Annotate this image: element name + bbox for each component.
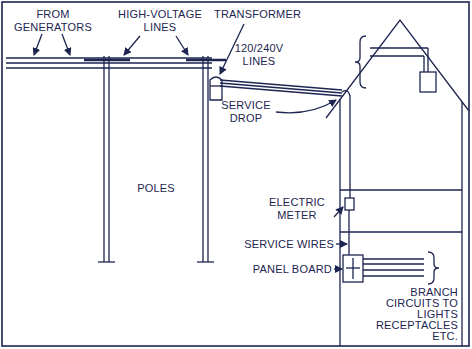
panel-label: PANEL BOARD — [244, 263, 332, 276]
service-wires-label: SERVICE WIRES — [234, 238, 334, 251]
branch-circuits-label: BRANCH CIRCUITS TO LIGHTS RECEPTACLES ET… — [368, 287, 458, 342]
line-label: HIGH-VOLTAGE LINES — [108, 8, 212, 34]
transformer-label: TRANSFORMER — [214, 8, 310, 21]
pole-label: POLES — [126, 182, 186, 195]
meter-label: ELECTRIC METER — [262, 196, 332, 222]
service-drop-label: SERVICE DROP — [218, 99, 274, 125]
source-label: FROM GENERATORS — [8, 8, 98, 34]
voltage-label: 120/240V LINES — [226, 42, 292, 68]
